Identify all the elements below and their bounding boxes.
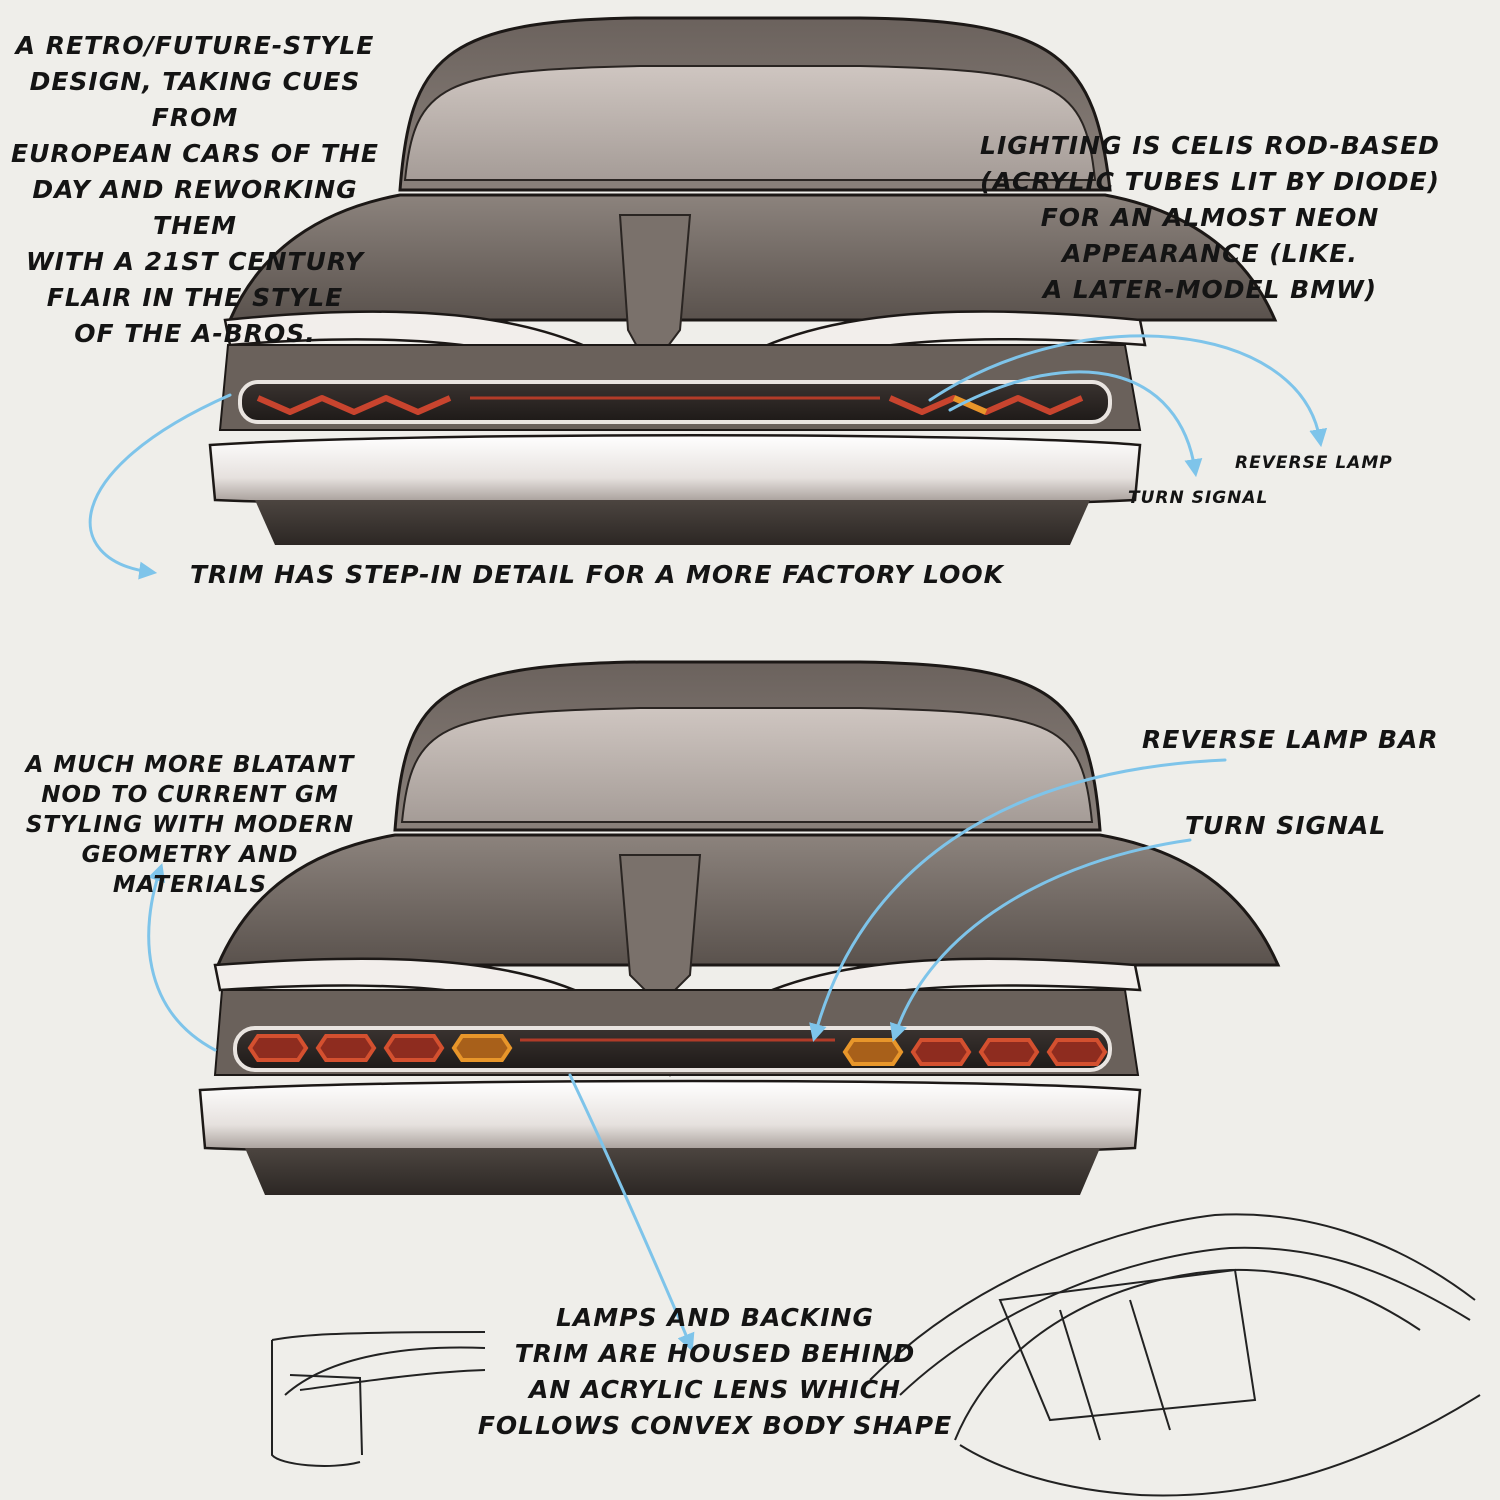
top-left-lamp-row [256, 395, 452, 415]
top-car-sketch [208, 16, 1278, 545]
top-lighting-note: Lighting is Celis Rod-based (acrylic tub… [980, 131, 1440, 304]
bottom-turn-signal-label: Turn signal [1185, 811, 1387, 840]
bottom-left-lamp-row [247, 1034, 513, 1062]
top-turn-signal-label: Turn signal [1128, 488, 1269, 508]
bottom-reverse-bar-label: Reverse lamp bar [1142, 725, 1439, 754]
top-right-lamp-row [888, 395, 1084, 415]
bottom-car-sketch [198, 660, 1281, 1195]
top-reverse-lamp-label: Reverse lamp [1235, 453, 1393, 473]
bottom-right-lamp-row [842, 1038, 1108, 1066]
callout-arrows [88, 334, 1328, 1352]
side-fin-line-sketch [271, 1331, 486, 1467]
top-intro-note: A retro/future-style design, taking cues… [11, 31, 379, 348]
top-trim-note: Trim has step-in detail for a more facto… [190, 560, 1004, 589]
three-quarter-line-sketch [869, 1213, 1481, 1497]
bottom-lens-note: Lamps and backing trim are housed behind… [477, 1303, 953, 1440]
bottom-nod-note: A much more blatant nod to current GM st… [25, 752, 355, 898]
